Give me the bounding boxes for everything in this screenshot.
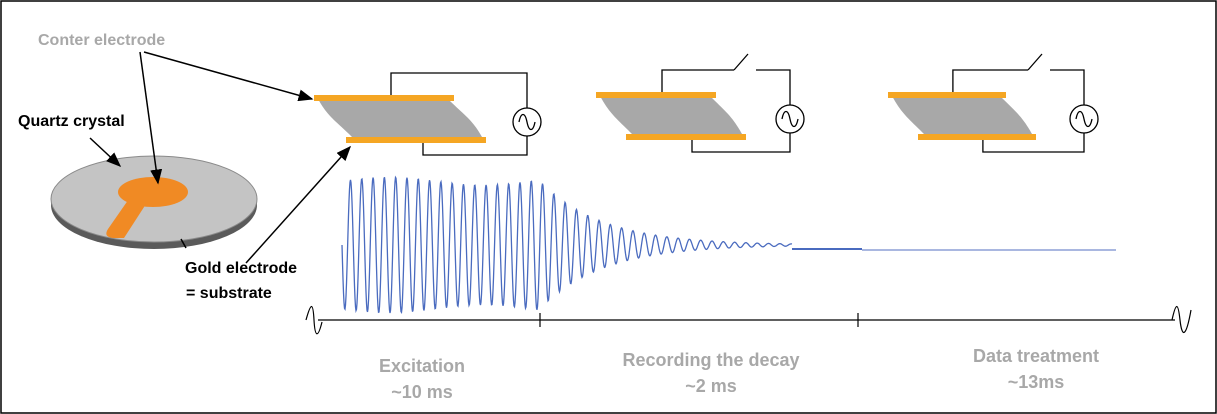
phase-recording-duration: ~2 ms [685,376,737,396]
top-wire [390,72,528,108]
open-switch-icon [1027,53,1043,71]
sine-glyph [518,113,536,131]
phase-excitation-name: Excitation [379,356,465,376]
arrow-to-center-electrode [139,51,163,185]
quartz-crystal-disc [50,155,258,249]
tick-gold-electrode [180,238,187,249]
phase-recording-name: Recording the decay [622,350,799,370]
top-wire [952,69,1028,92]
top-wire [661,69,734,92]
sine-glyph [1075,110,1093,128]
top-wire-right [756,69,791,105]
oscillation-signal [341,175,1116,315]
bottom-gold-electrode [626,134,746,140]
quartz-slab [892,96,1032,134]
circuit-2 [596,53,805,153]
label-quartz-crystal: Quartz crystal [18,113,125,130]
label-substrate: = substrate [186,285,272,302]
callout-arrows [89,51,352,264]
bottom-wire [982,133,1085,153]
circuit-3 [888,53,1099,153]
label-conter-electrode: Conter electrode [38,32,165,49]
phase-treatment-name: Data treatment [973,346,1099,366]
bottom-wire [691,133,791,153]
arrow-to-top-gold [143,51,314,102]
phase-excitation-duration: ~10 ms [391,382,453,402]
circuit-1 [314,72,542,156]
arrow-to-quartz [89,137,122,168]
top-gold-electrode [314,95,454,101]
quartz-slab [318,99,482,137]
open-switch-icon [733,53,749,71]
top-gold-electrode [596,92,716,98]
quartz-slab [600,96,742,134]
label-gold-electrode: Gold electrode [185,260,297,277]
axis-break-icon [305,305,323,335]
axis-break-icon [1171,305,1192,333]
signal-waveform [341,175,793,315]
arrow-to-bottom-gold [245,145,352,264]
electrode-tab [106,196,146,238]
phase-labels: Excitation ~10 ms Recording the decay ~2… [379,346,1099,402]
top-wire-right [1050,69,1085,105]
phase-treatment-duration: ~13ms [1008,372,1065,392]
bottom-wire [422,136,528,156]
time-axis [305,305,1192,335]
top-gold-electrode [888,92,1006,98]
sine-glyph [781,110,799,128]
circuit-group [314,53,1099,156]
bottom-gold-electrode [918,134,1036,140]
bottom-gold-electrode [346,137,486,143]
